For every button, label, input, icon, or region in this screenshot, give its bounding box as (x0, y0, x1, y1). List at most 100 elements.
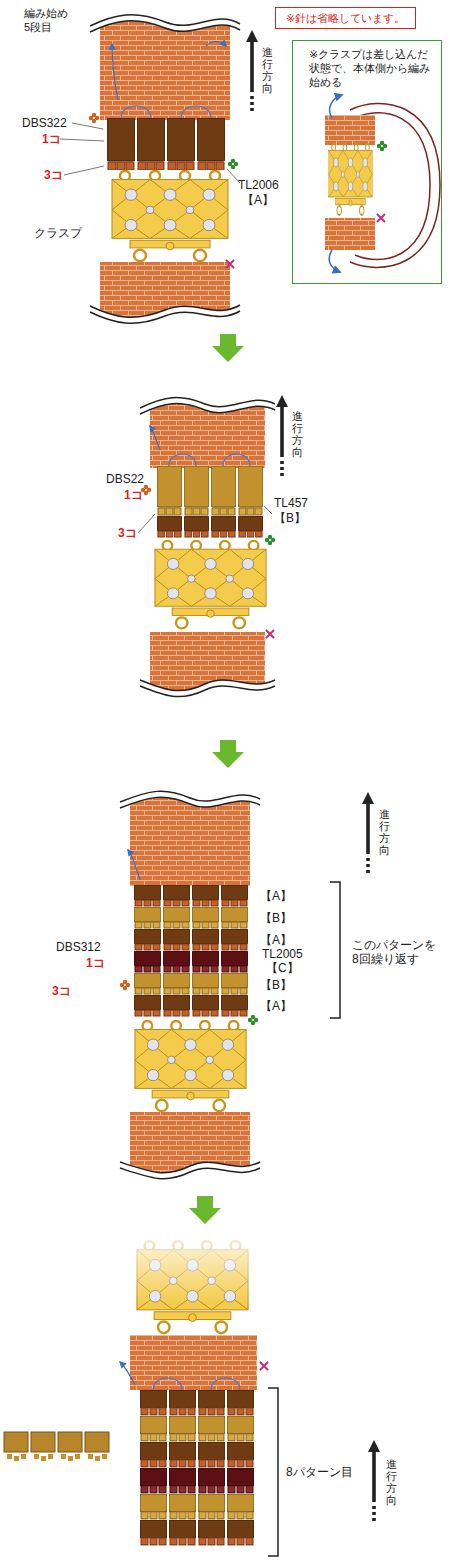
bead-detail (85, 1432, 109, 1452)
panel-two (266, 630, 274, 638)
panel-three (192, 885, 219, 906)
panel-three (134, 995, 161, 1016)
panel-three (192, 973, 219, 994)
panel-three (221, 973, 248, 994)
panel-four (4, 1196, 380, 1556)
start-note: 編み始め 5段目 (24, 6, 74, 34)
panel-three (192, 929, 219, 950)
panel-one (90, 311, 240, 323)
ring-illustration (329, 144, 373, 215)
panel-one (90, 305, 240, 340)
panel-two (138, 334, 288, 710)
panel-one (90, 0, 240, 32)
panel-three (120, 1162, 260, 1195)
panel-two (276, 395, 288, 476)
panel-three (221, 907, 248, 928)
pattern-mark: 【A】 (260, 889, 292, 903)
pattern-mark: 【A】 (242, 193, 274, 207)
panel-two (238, 466, 263, 515)
panel-one (197, 118, 225, 170)
panel-one (121, 106, 211, 118)
direction-label: 進行方向 (386, 1458, 397, 1506)
direction-label: 進行方向 (292, 410, 303, 458)
bead-detail (58, 1432, 82, 1452)
panel-three (120, 740, 374, 1195)
panel-three (120, 1162, 260, 1173)
pattern-mark: 【B】 (274, 511, 306, 525)
pattern-note: 8パターン目 (286, 1465, 353, 1479)
panel-four (227, 1442, 254, 1467)
note-box: ※針は省略しています。 (275, 7, 416, 29)
panel-four (260, 1362, 268, 1370)
note-text: ※針は省略しています。 (286, 11, 405, 25)
panel-three (163, 907, 190, 928)
ring-illustration (377, 214, 385, 222)
panel-two (140, 385, 275, 414)
bead-detail (7, 1454, 107, 1461)
direction-label: 進行方向 (262, 46, 273, 94)
panel-four (198, 1468, 225, 1493)
ring-illustration (377, 141, 387, 151)
panel-two (212, 334, 244, 362)
panel-two (184, 516, 209, 537)
callout-box: ※クラスプは差し込んだ状態で、本体側から編み始める (292, 40, 442, 284)
bead-count: 1コ (42, 132, 61, 146)
panel-three (248, 1015, 258, 1025)
bead-code: TL2005 (262, 947, 303, 961)
panel-three (163, 973, 190, 994)
panel-three (134, 885, 161, 906)
panel-one (60, 0, 258, 340)
panel-two (211, 466, 236, 515)
panel-one (228, 159, 238, 169)
pattern-mark: 【B】 (260, 978, 292, 992)
panel-four (198, 1416, 225, 1441)
panel-three (192, 951, 219, 972)
panel-four (227, 1494, 254, 1519)
panel-two (140, 398, 275, 408)
ring-illustration (325, 95, 440, 272)
panel-four (368, 1440, 380, 1521)
panel-four (140, 1416, 167, 1441)
bead-code: TL457 (274, 496, 308, 510)
part-name: クラスプ (34, 226, 82, 240)
panel-three (221, 951, 248, 972)
panel-three (192, 995, 219, 1016)
panel-three (163, 885, 190, 906)
panel-two (140, 680, 275, 710)
bead-count: 3コ (44, 168, 63, 182)
panel-two (157, 516, 182, 537)
bead-count: 1コ (124, 488, 143, 502)
panel-three (163, 929, 190, 950)
panel-three (120, 1168, 260, 1179)
panel-four (169, 1390, 196, 1415)
panel-four (140, 1390, 167, 1415)
panel-four (130, 1335, 257, 1390)
panel-three (362, 792, 374, 873)
panel-four (227, 1520, 254, 1545)
panel-four (227, 1416, 254, 1441)
bead-code: DBS22 (106, 472, 144, 486)
panel-one (226, 260, 234, 268)
bead-code: TL2006 (238, 178, 279, 192)
panel-three (128, 850, 140, 880)
panel-four (169, 1494, 196, 1519)
panel-three (120, 775, 260, 808)
panel-one (246, 30, 258, 111)
panel-three (120, 791, 260, 802)
pattern-mark: 【A】 (260, 933, 292, 947)
bead-code: DBS312 (56, 940, 101, 954)
panel-one (112, 44, 118, 100)
panel-four (169, 1468, 196, 1493)
panel-three (120, 980, 130, 990)
bead-count: 3コ (118, 526, 137, 540)
panel-three (134, 951, 161, 972)
panel-four (140, 1494, 167, 1519)
panel-four (198, 1442, 225, 1467)
panel-three (163, 995, 190, 1016)
panel-two (155, 541, 266, 628)
bead-detail (4, 1432, 109, 1461)
panel-two (211, 516, 236, 537)
panel-two (157, 466, 182, 515)
panel-four (140, 1520, 167, 1545)
panel-four (198, 1494, 225, 1519)
